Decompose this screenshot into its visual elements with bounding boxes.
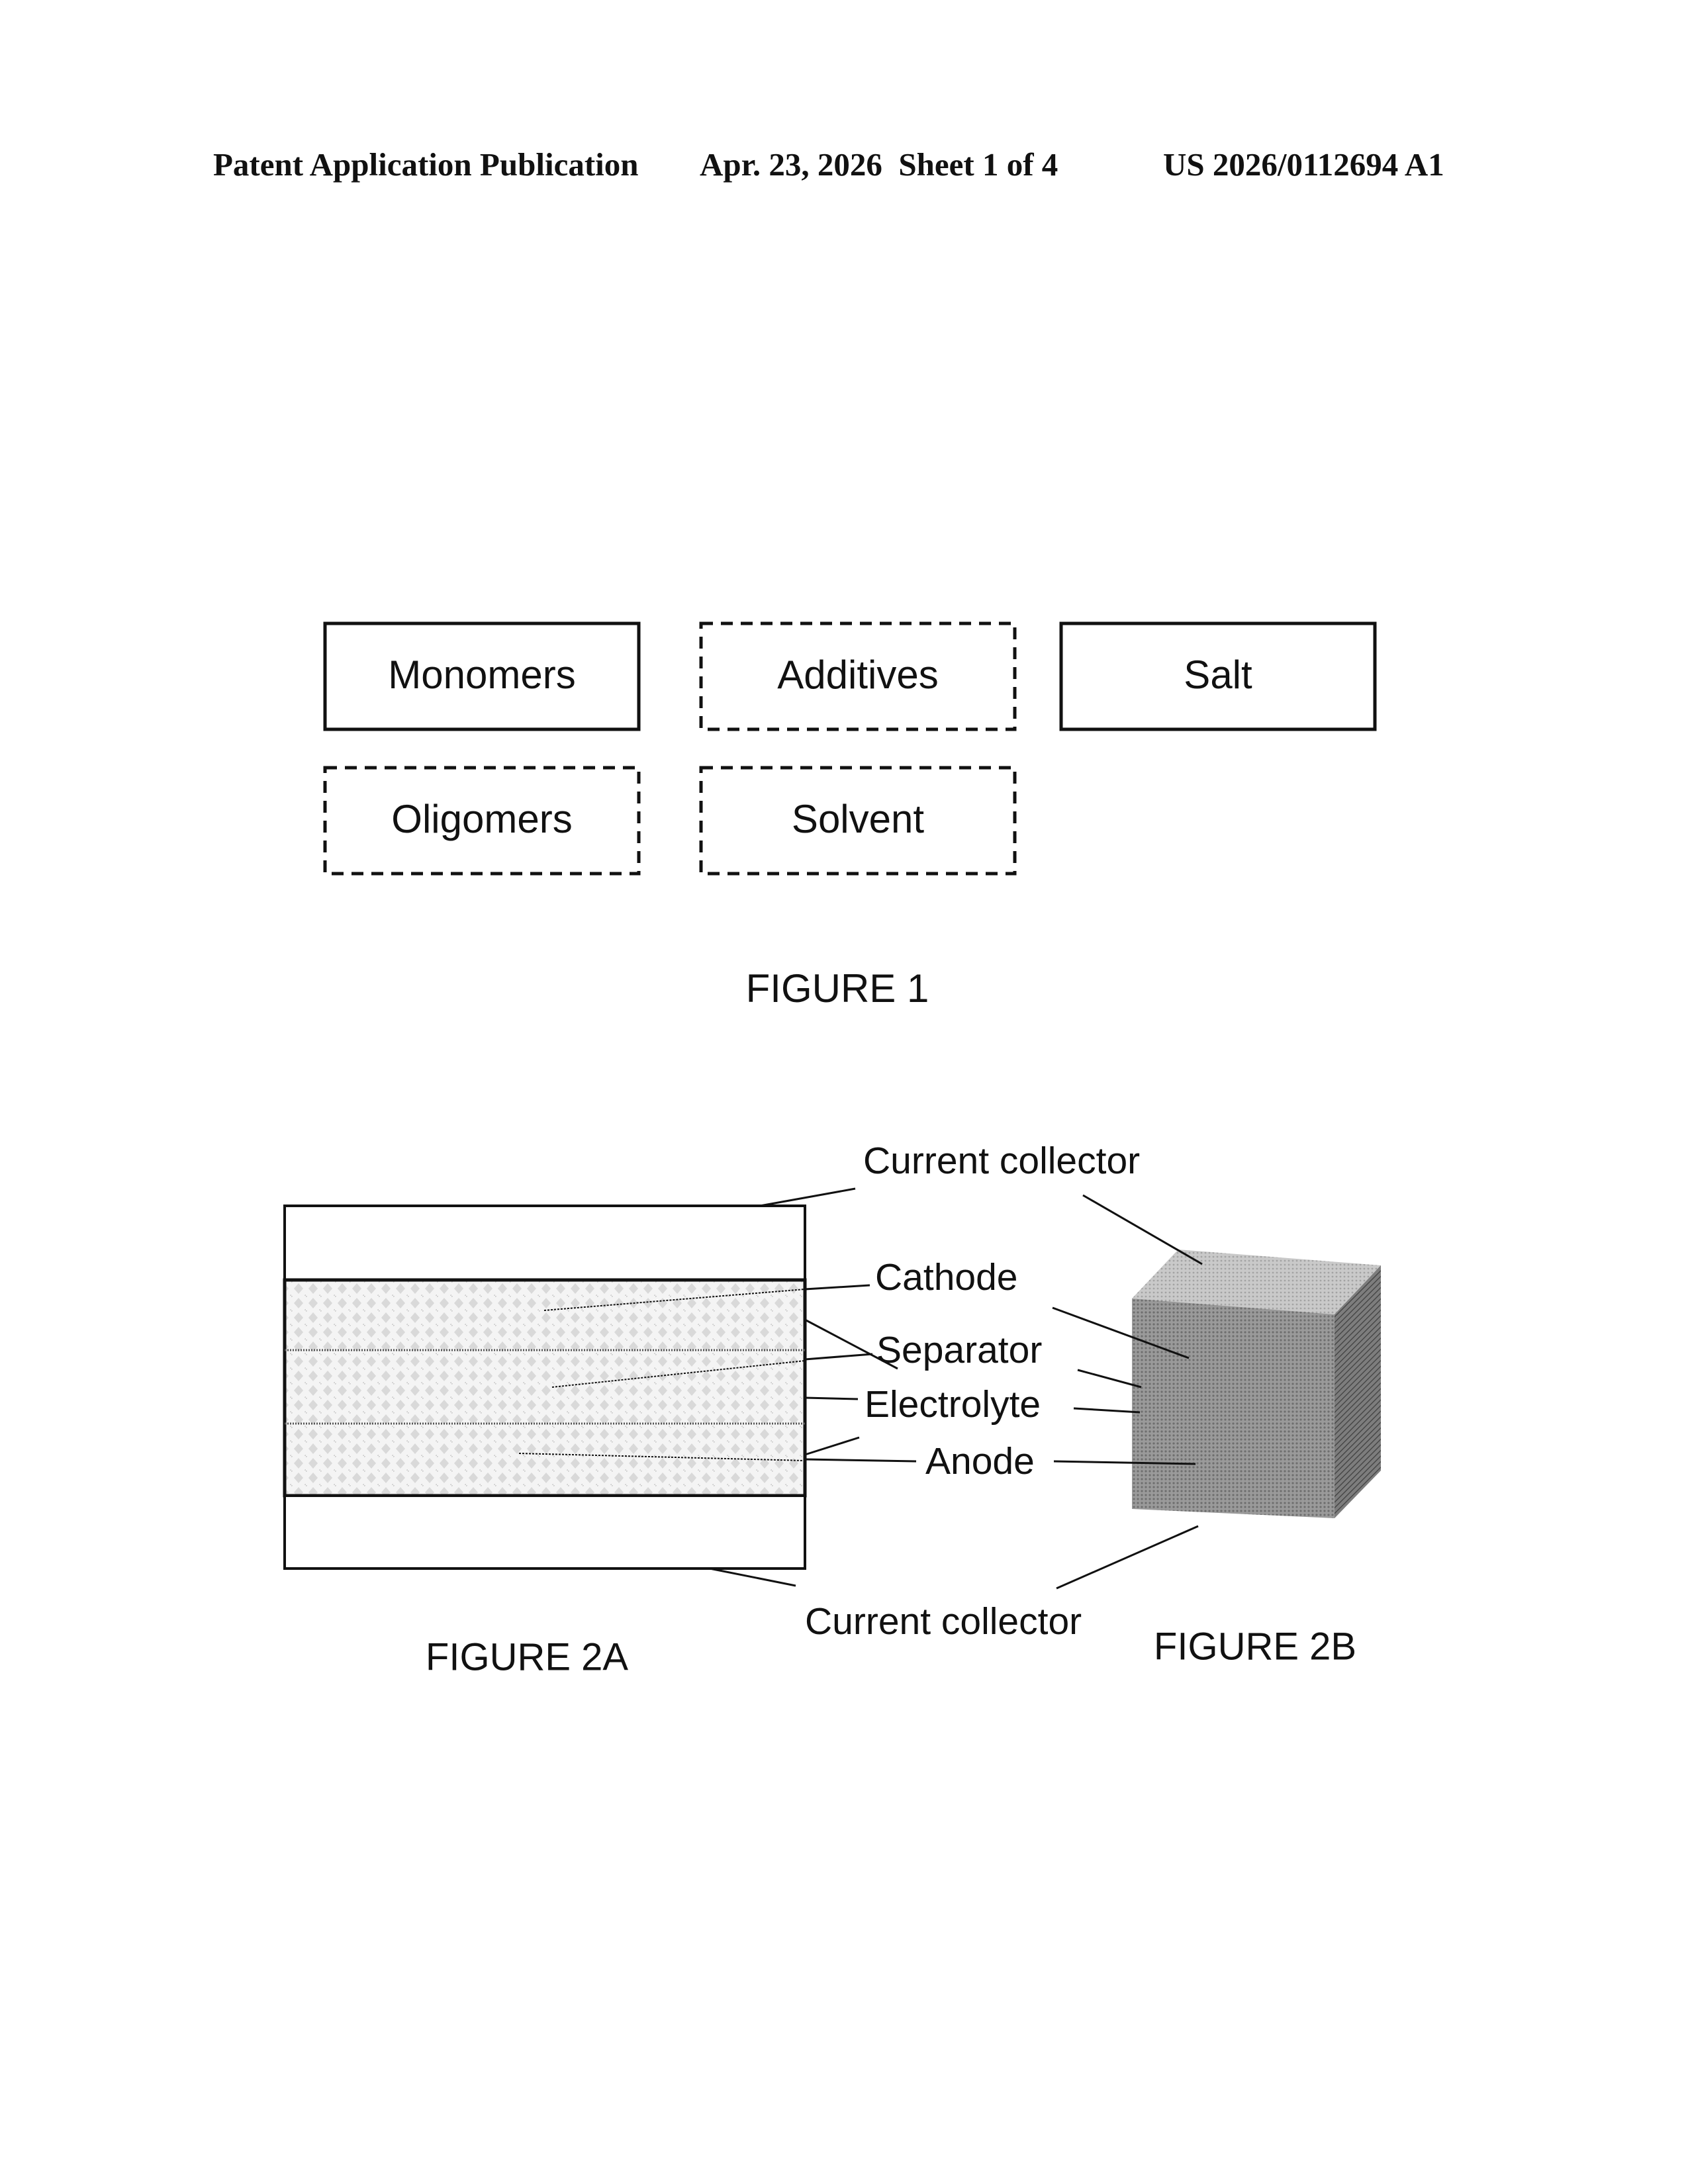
figure-2b [1132,1250,1381,1518]
box-monomers: Monomers [325,623,639,729]
box-salt-label: Salt [1184,653,1252,697]
label-separator: Separator [876,1329,1042,1371]
cube-front-face [1132,1298,1335,1518]
box-additives-label: Additives [777,653,938,697]
leader-2b-electrolyte [1074,1408,1140,1412]
leader-current-collector-bottom [710,1569,796,1586]
figure-2b-caption: FIGURE 2B [1154,1625,1356,1668]
label-anode: Anode [925,1440,1035,1482]
box-solvent: Solvent [701,768,1015,874]
figure-2-labels: Current collector Cathode Separator Elec… [805,1140,1140,1643]
top-current-collector-layer [285,1206,805,1280]
figure-1: Monomers Additives Salt Oligomers Solven… [325,623,1375,1011]
box-additives: Additives [701,623,1015,729]
electrode-stack-layer [285,1280,805,1496]
label-current-collector-bottom: Current collector [805,1600,1082,1643]
label-current-collector-top: Current collector [863,1140,1140,1182]
box-monomers-label: Monomers [388,653,575,697]
figure-2a [285,1206,805,1569]
leader-2b-separator [1078,1370,1141,1387]
leader-electrolyte [805,1398,858,1399]
bottom-current-collector-layer [285,1496,805,1569]
box-oligomers: Oligomers [325,768,639,874]
leader-current-collector-top [760,1189,855,1206]
leader-cathode-edge [805,1285,870,1289]
label-electrolyte: Electrolyte [865,1383,1041,1426]
figure-2a-caption: FIGURE 2A [426,1635,628,1678]
box-solvent-label: Solvent [792,797,924,841]
box-oligomers-label: Oligomers [391,797,572,841]
leader-anode [805,1459,916,1461]
box-salt: Salt [1061,623,1375,729]
label-cathode: Cathode [875,1256,1018,1298]
leader-2b-current-collector-bottom [1056,1526,1198,1588]
leader-electrolyte-lower [805,1437,859,1455]
figure-1-caption: FIGURE 1 [746,966,929,1011]
leader-2b-current-collector-top [1083,1195,1202,1264]
leader-separator-edge [805,1354,872,1359]
